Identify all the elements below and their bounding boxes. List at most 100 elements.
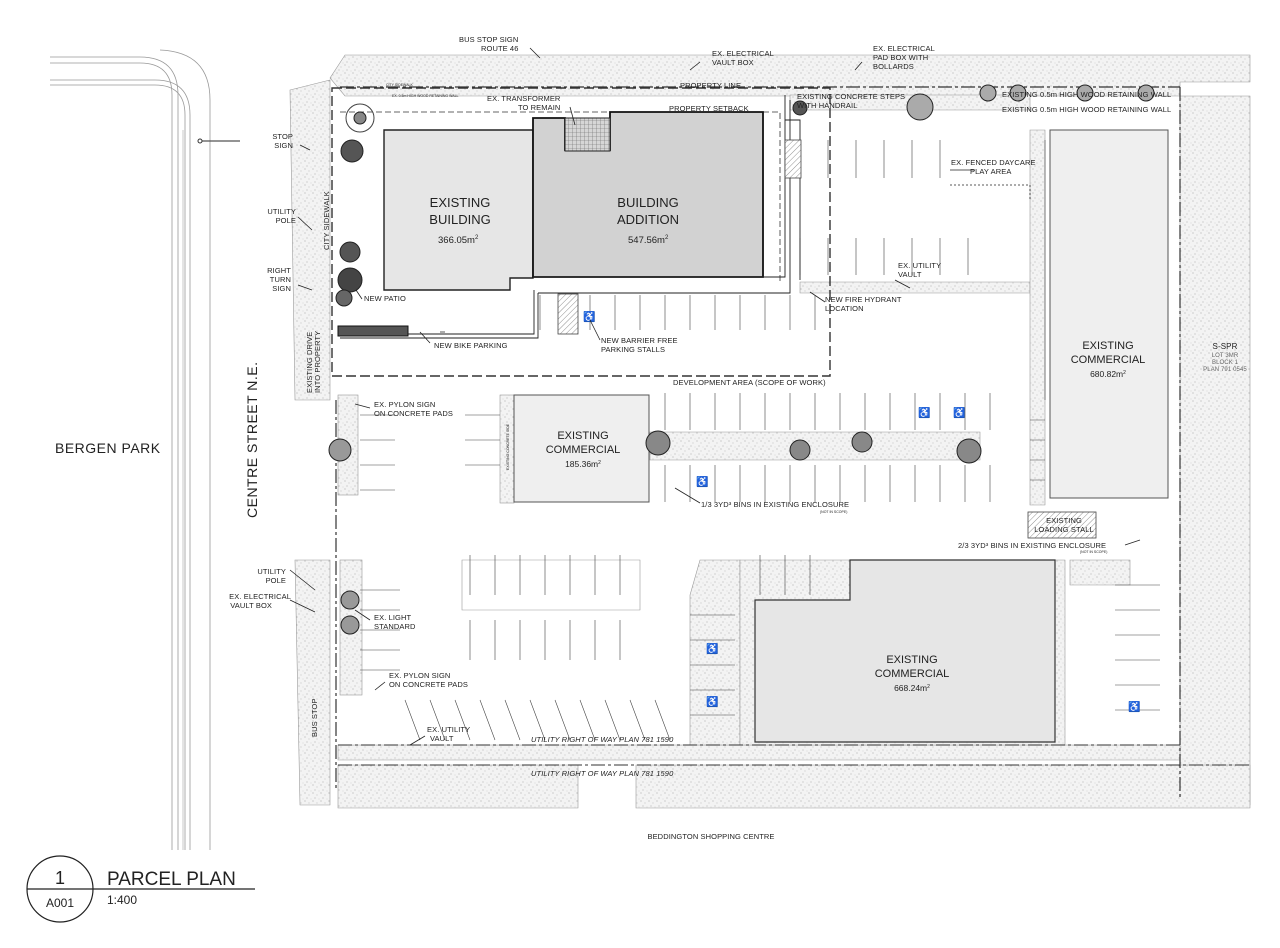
utility-pole-bot-label-2: POLE: [266, 576, 286, 585]
new-bike-label: NEW BIKE PARKING: [434, 341, 508, 350]
concrete-steps-label-1: EXISTING CONCRETE STEPS: [797, 92, 905, 101]
hatched-elements: [557, 139, 1097, 539]
svg-text:♿: ♿: [953, 406, 965, 419]
ex-utility-vault-top-label-2: VAULT: [898, 270, 922, 279]
building-addition-name-1: BUILDING: [617, 195, 678, 210]
commercial-mid-name-1: EXISTING: [557, 430, 608, 442]
bus-stop-sign-label-1: BUS STOP SIGN: [459, 35, 518, 44]
title-block: 1 A001 PARCEL PLAN 1:400: [26, 855, 255, 923]
tiny-wall-label: EX. 0.5m HIGH WOOD RETAINING WALL: [392, 94, 459, 98]
city-sidewalk-label: CITY SIDEWALK: [322, 191, 331, 250]
svg-text:♿: ♿: [583, 310, 595, 323]
utility-pole-top-label-1: UTILITY: [267, 207, 296, 216]
right-turn-label-3: SIGN: [272, 284, 291, 293]
drawing-scale: 1:400: [107, 893, 137, 907]
retaining-wall-label-1: EXISTING 0.5m HIGH WOOD RETAINING WALL: [1002, 90, 1171, 99]
bergen-park-label: BERGEN PARK: [55, 440, 161, 456]
pylon-top-label-1: EX. PYLON SIGN: [374, 400, 435, 409]
commercial-east-building: [1049, 129, 1169, 499]
existing-building-area: 366.05m2: [438, 235, 479, 246]
tiny-enclosure-label: EXISTING CONCRETE SIDE: [506, 423, 510, 470]
commercial-east-area: 680.82m2: [1090, 369, 1126, 379]
drawing-title: PARCEL PLAN: [107, 869, 236, 890]
ex-padbox-label-1: EX. ELECTRICAL: [873, 44, 935, 53]
existing-building-name-1: EXISTING: [430, 195, 491, 210]
commercial-mid-area: 185.36m2: [565, 459, 601, 469]
existing-drive-label-2: INTO PROPERTY: [313, 331, 322, 393]
fire-hydrant-label-1: NEW FIRE HYDRANT: [825, 295, 902, 304]
beddington-label: BEDDINGTON SHOPPING CENTRE: [647, 832, 774, 841]
parcel-label-4: PLAN 791 0545: [1203, 367, 1247, 373]
right-turn-label-1: RIGHT: [267, 266, 291, 275]
barrier-free-label-2: PARKING STALLS: [601, 345, 665, 354]
property-line-label: PROPERTY LINE: [680, 81, 741, 90]
ex-vault-left-label-2: VAULT BOX: [230, 601, 272, 610]
new-patio-label: NEW PATIO: [364, 294, 406, 303]
existing-building-name-2: BUILDING: [429, 212, 490, 227]
bins-label-1: 1/3 3YD³ BINS IN EXISTING ENCLOSURE: [701, 500, 849, 509]
not-in-scope-label-2: (NOT IN SCOPE): [1080, 550, 1107, 554]
ex-transformer-label-2: TO REMAIN: [518, 103, 560, 112]
commercial-south-name-1: EXISTING: [886, 654, 937, 666]
ex-vault-top-label-1: EX. ELECTRICAL: [712, 49, 774, 58]
retaining-wall-label-2: EXISTING 0.5m HIGH WOOD RETAINING WALL: [1002, 105, 1171, 114]
commercial-south-building: [754, 559, 1056, 743]
parcel-label-1: S-SPR: [1213, 342, 1238, 351]
leader-lines: [289, 47, 1141, 746]
existing-building: [383, 129, 534, 291]
street-centerlines: [50, 49, 211, 850]
pylon-bot-label-1: EX. PYLON SIGN: [389, 671, 450, 680]
transformer: [564, 117, 611, 152]
loading-stall-label-2: LOADING STALL: [1034, 525, 1094, 534]
property-setback-label: PROPERTY SETBACK: [669, 104, 749, 113]
daycare-fence: [950, 184, 1031, 200]
loading-stall-label-1: EXISTING: [1046, 516, 1082, 525]
bins-label-2: 2/3 3YD³ BINS IN EXISTING ENCLOSURE: [958, 541, 1106, 550]
concrete-steps-label-2: WITH HANDRAIL: [797, 101, 857, 110]
ex-vault-left-label-1: EX. ELECTRICAL: [229, 592, 291, 601]
parcel-label-3: BLOCK 1: [1212, 360, 1239, 366]
ex-utility-vault-bot-label-1: EX. UTILITY: [427, 725, 470, 734]
commercial-south-area: 668.24m2: [894, 683, 930, 693]
daycare-label-2: PLAY AREA: [970, 167, 1011, 176]
commercial-mid-name-2: COMMERCIAL: [546, 444, 621, 456]
ex-transformer-label-1: EX. TRANSFORMER: [487, 94, 561, 103]
pylon-bot-label-2: ON CONCRETE PADS: [389, 680, 468, 689]
daycare-label-1: EX. FENCED DAYCARE: [951, 158, 1036, 167]
development-area-label: DEVELOPMENT AREA (SCOPE OF WORK): [673, 378, 826, 387]
stop-sign-label-2: SIGN: [274, 141, 293, 150]
ex-vault-top-label-2: VAULT BOX: [712, 58, 754, 67]
centre-street-label: CENTRE STREET N.E.: [244, 361, 260, 518]
commercial-east-name-2: COMMERCIAL: [1071, 354, 1146, 366]
bus-stop-label: BUS STOP: [310, 698, 319, 737]
commercial-south-name-2: COMMERCIAL: [875, 668, 950, 680]
light-standard-label-2: STANDARD: [374, 622, 416, 631]
bus-stop-sign-label-2: ROUTE 46: [481, 44, 518, 53]
drawing-number: 1: [55, 868, 65, 888]
svg-text:♿: ♿: [918, 406, 930, 419]
existing-drive-label-1: EXISTING DRIVE: [305, 332, 314, 393]
parcel-label-2: LOT 3MR: [1212, 353, 1239, 359]
svg-text:♿: ♿: [706, 695, 718, 708]
ex-padbox-label-2: PAD BOX WITH: [873, 53, 928, 62]
right-of-way-label-2: UTILITY RIGHT OF WAY PLAN 781 1590: [531, 769, 674, 778]
right-of-way-label-1: UTILITY RIGHT OF WAY PLAN 781 1590: [531, 735, 674, 744]
utility-pole-top-label-2: POLE: [276, 216, 296, 225]
light-standard-label-1: EX. LIGHT: [374, 613, 411, 622]
accessible-parking-icon: ♿ ♿ ♿ ♿ ♿ ♿ ♿: [583, 310, 1140, 713]
street-sign-post: [197, 138, 240, 144]
ex-padbox-label-3: BOLLARDS: [873, 62, 914, 71]
building-addition-name-2: ADDITION: [617, 212, 679, 227]
commercial-east-name-1: EXISTING: [1082, 340, 1133, 352]
sheet-number: A001: [46, 896, 74, 910]
trees: [328, 84, 1155, 635]
pylon-top-label-2: ON CONCRETE PADS: [374, 409, 453, 418]
right-turn-label-2: TURN: [270, 275, 291, 284]
patio: [337, 325, 409, 337]
ex-utility-vault-top-label-1: EX. UTILITY: [898, 261, 941, 270]
barrier-free-label-1: NEW BARRIER FREE: [601, 336, 678, 345]
building-addition-area: 547.56m2: [628, 235, 669, 246]
fire-hydrant-label-2: LOCATION: [825, 304, 864, 313]
svg-text:♿: ♿: [706, 642, 718, 655]
commercial-mid-building: [513, 394, 650, 503]
